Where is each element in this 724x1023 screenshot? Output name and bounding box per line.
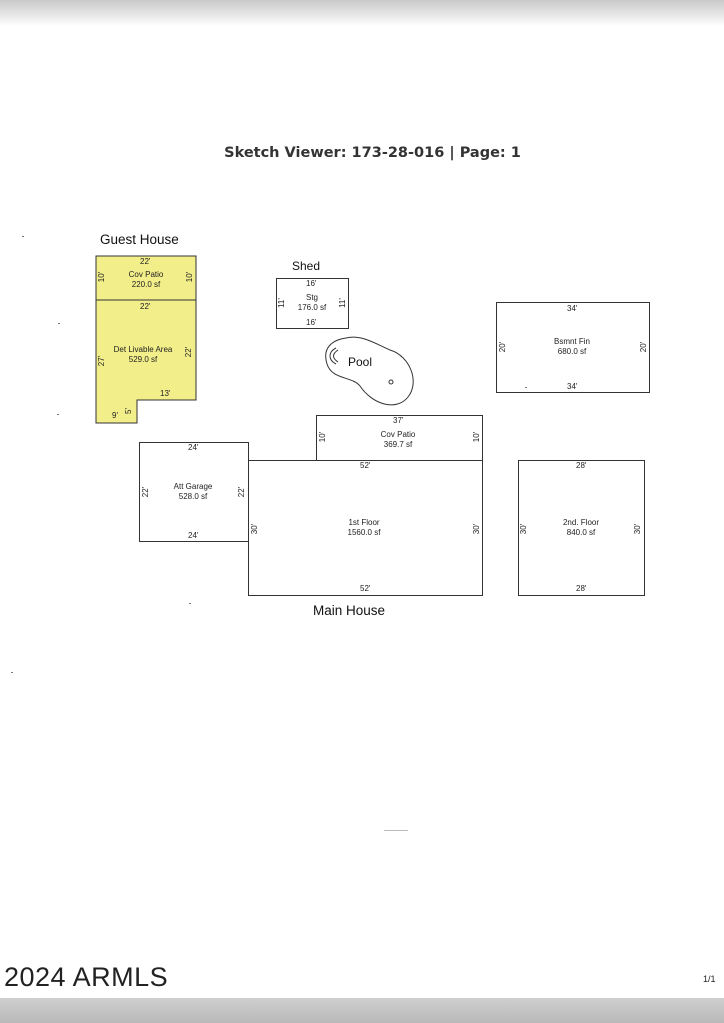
shed-room — [276, 278, 349, 329]
garage-dim-right: 22' — [237, 486, 247, 498]
second-floor-dim-bottom: 28' — [576, 584, 587, 593]
shed-area: 176.0 sf — [297, 303, 327, 312]
shed-dim-right: 11' — [337, 298, 347, 308]
pool-steps — [329, 347, 337, 365]
scan-top-shadow — [0, 0, 724, 26]
second-floor-dim-left: 30' — [519, 523, 529, 535]
shed-dim-bottom: 16' — [306, 318, 317, 327]
shed-dim-left: 11' — [276, 298, 286, 308]
gh-livable-label: Det Livable Area 529.0 sf — [108, 345, 178, 365]
gh-patio-dim-left: 10' — [97, 271, 107, 283]
basement-room — [496, 302, 650, 393]
first-floor-name: 1st Floor — [348, 518, 380, 527]
second-floor-area: 840.0 sf — [566, 528, 596, 537]
basement-dim-left: 20' — [498, 341, 508, 353]
page-count: 1/1 — [703, 974, 716, 984]
first-floor-room — [248, 460, 483, 596]
pool-drain — [388, 379, 394, 385]
main-patio-name: Cov Patio — [380, 430, 416, 439]
second-floor-name: 2nd. Floor — [562, 518, 600, 527]
pool-outline — [325, 336, 414, 406]
main-house-label: Main House — [313, 603, 386, 618]
garage-dim-top: 24' — [188, 443, 199, 452]
scan-speck — [22, 236, 24, 237]
pool-label: Pool — [348, 355, 373, 369]
scan-speck — [58, 323, 60, 324]
garage-dim-left: 22' — [141, 486, 151, 498]
scan-speck — [11, 672, 13, 673]
gh-patio-label: Cov Patio 220.0 sf — [116, 270, 176, 290]
pool-steps — [333, 349, 339, 363]
basement-dim-bottom: 34' — [567, 382, 578, 391]
main-patio-label-block: Cov Patio 369.7 sf — [363, 430, 433, 450]
second-floor-room — [518, 460, 645, 596]
gh-livable-dim-bottom-left: 9' — [112, 411, 118, 420]
first-floor-dim-left: 30' — [250, 523, 260, 535]
basement-dim-right: 20' — [639, 341, 649, 353]
gh-livable-area: 529.0 sf — [128, 355, 158, 364]
guest-house-label: Guest House — [100, 232, 179, 247]
gh-livable-dim-top: 22' — [140, 302, 151, 311]
garage-area: 528.0 sf — [178, 492, 208, 501]
shed-label-block: Stg 176.0 sf — [287, 293, 337, 313]
gh-livable-name: Det Livable Area — [113, 345, 173, 354]
shed-name: Stg — [305, 293, 318, 302]
gh-livable-dim-left: 27' — [97, 355, 107, 367]
first-floor-dim-top: 52' — [360, 461, 371, 470]
scan-speck — [189, 603, 191, 604]
first-floor-dim-bottom: 52' — [360, 584, 371, 593]
main-patio-dim-top: 37' — [393, 416, 404, 425]
gh-patio-name: Cov Patio — [128, 270, 164, 279]
basement-name: Bsmnt Fin — [553, 337, 590, 346]
gh-livable-dim-notch: 5' — [123, 408, 133, 414]
gh-patio-dim-right: 10' — [185, 271, 195, 283]
copyright-text: 2024 ARMLS — [4, 962, 169, 992]
second-floor-dim-top: 28' — [576, 461, 587, 470]
gh-livable-dim-bottom-right: 13' — [160, 389, 171, 398]
first-floor-dim-right: 30' — [472, 523, 482, 535]
scan-speck — [525, 387, 527, 388]
scan-speck — [384, 830, 408, 831]
gh-patio-dim-top: 22' — [140, 257, 151, 266]
gh-patio-area: 220.0 sf — [131, 280, 161, 289]
garage-label-block: Att Garage 528.0 sf — [158, 482, 228, 502]
basement-label-block: Bsmnt Fin 680.0 sf — [537, 337, 607, 357]
main-patio-dim-right: 10' — [472, 431, 482, 443]
first-floor-area: 1560.0 sf — [347, 528, 381, 537]
scan-speck — [57, 414, 59, 415]
scan-bottom-shadow — [0, 998, 724, 1023]
page-title: Sketch Viewer: 173-28-016 | Page: 1 — [224, 145, 521, 161]
main-patio-dim-left: 10' — [318, 431, 328, 443]
guest-house-outline — [95, 255, 197, 424]
main-patio-area: 369.7 sf — [383, 440, 413, 449]
first-floor-label-block: 1st Floor 1560.0 sf — [329, 518, 399, 538]
basement-area: 680.0 sf — [557, 347, 587, 356]
shed-dim-top: 16' — [306, 279, 317, 288]
second-floor-dim-right: 30' — [633, 523, 643, 535]
gh-livable-dim-right: 22' — [184, 346, 194, 358]
garage-name: Att Garage — [173, 482, 213, 491]
basement-dim-top: 34' — [567, 304, 578, 313]
shed-label: Shed — [292, 259, 321, 273]
second-floor-label-block: 2nd. Floor 840.0 sf — [546, 518, 616, 538]
garage-dim-bottom: 24' — [188, 531, 199, 540]
